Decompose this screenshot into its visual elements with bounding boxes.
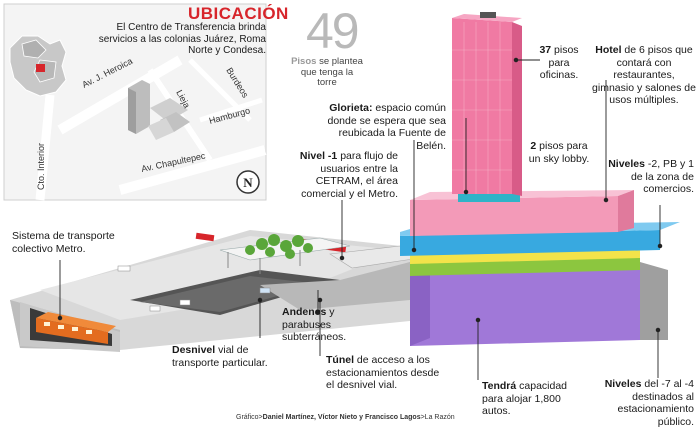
map-buildings xyxy=(128,80,190,140)
trees xyxy=(245,234,313,259)
floors-caption-rest: se plantea que tenga la torre xyxy=(300,56,363,88)
label-glorieta: Glorieta: espacio común donde se espera … xyxy=(327,102,446,152)
north-arrow-icon: N xyxy=(236,170,260,194)
floors-number: 49 xyxy=(306,3,360,59)
tower-grid xyxy=(452,22,512,194)
bus xyxy=(195,232,215,242)
label-parking-levels: Niveles del -7 al -4 destinados al estac… xyxy=(604,378,694,428)
floors-caption: Pisos se plantea que tenga la torre xyxy=(291,56,363,89)
floors-caption-bold: Pisos xyxy=(291,56,317,67)
leader-lines xyxy=(57,57,663,380)
label-metro: Sistema de transporte colectivo Metro. xyxy=(12,230,115,255)
hotel-block xyxy=(410,190,634,236)
car xyxy=(117,265,131,272)
label-desnivel: Desnivel vial de transporte particular. xyxy=(172,344,268,369)
yellow-band xyxy=(410,248,640,264)
label-sky-lobby: 2 pisos para un sky lobby. xyxy=(528,140,590,165)
label-tunel: Túnel de acceso a los estacionamientos d… xyxy=(326,354,440,391)
location-description: El Centro de Transferencia brinda servic… xyxy=(98,22,266,56)
label-37-floors: 37 pisos para oficinas. xyxy=(539,44,579,81)
location-marker xyxy=(36,64,45,72)
location-title: UBICACIÓN xyxy=(188,4,289,23)
office-tower xyxy=(452,12,522,196)
street-cto-interior: Cto. Interior xyxy=(36,143,46,190)
car xyxy=(259,287,271,294)
car xyxy=(179,299,191,306)
label-commerce-levels: Niveles -2, PB y 1 de la zona de comerci… xyxy=(608,158,694,195)
svg-text:N: N xyxy=(243,175,253,190)
location-map: Av. J. Heroica Burdeos Lieja Hamburgo Av… xyxy=(3,3,267,201)
parking-levels xyxy=(410,262,668,346)
label-hotel: Hotel de 6 pisos que contará con restaur… xyxy=(592,44,696,106)
label-andenes: Andenes y parabuses subterráneos. xyxy=(282,306,347,343)
car xyxy=(149,305,161,312)
credit-line: Gráfico>Daniel Martínez, Víctor Nieto y … xyxy=(236,414,455,421)
city-inset-map xyxy=(9,35,67,97)
label-nivel-1: Nivel -1 para flujo de usuarios entre la… xyxy=(299,150,398,200)
metro-train xyxy=(36,312,116,344)
transfer-center-illustration xyxy=(10,12,680,352)
label-parking-capacity: Tendrá capacidad para alojar 1,800 autos… xyxy=(482,380,568,417)
sky-lobby xyxy=(458,192,520,202)
